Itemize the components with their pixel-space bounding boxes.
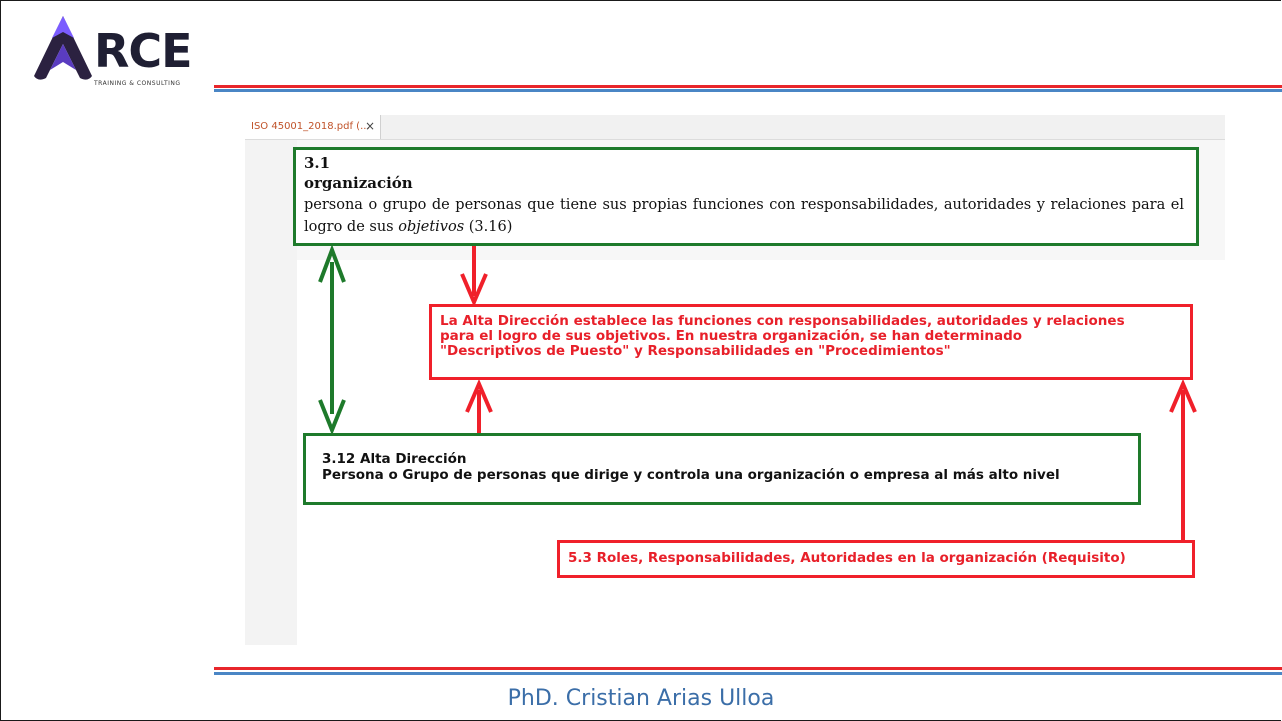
definition-body-text: persona o grupo de personas que tiene su… xyxy=(304,197,1184,235)
logo-subtitle: TRAINING & CONSULTING xyxy=(94,80,181,87)
top-rule-red xyxy=(214,85,1282,88)
author-name: PhD. Cristian Arias Ulloa xyxy=(507,686,775,711)
definition-body-ref: (3.16) xyxy=(464,219,513,235)
callout-line-3: "Descriptivos de Puesto" y Responsabilid… xyxy=(440,343,951,359)
logo-arrow-icon xyxy=(34,16,92,80)
bottom-rule-red xyxy=(214,667,1282,670)
pdf-tab[interactable]: ISO 45001_2018.pdf (... × xyxy=(245,115,381,139)
rce-logo: RCE TRAINING & CONSULTING xyxy=(32,14,193,94)
callout-line-2: para el logro de sus objetivos. En nuest… xyxy=(440,328,1023,344)
close-icon[interactable]: × xyxy=(365,119,376,133)
alta-direccion-definition-box: 3.12 Alta Dirección Persona o Grupo de p… xyxy=(303,433,1141,505)
definition-organizacion-box: 3.1 organización persona o grupo de pers… xyxy=(293,147,1199,246)
logo-wordmark: RCE xyxy=(94,24,193,78)
alta-direccion-callout: La Alta Dirección establece las funcione… xyxy=(429,304,1193,380)
alta-direccion-title: 3.12 Alta Dirección xyxy=(322,451,467,467)
definition-body-italic: objetivos xyxy=(398,219,465,235)
pdf-tab-title[interactable]: ISO 45001_2018.pdf (... xyxy=(251,121,370,132)
callout-line-1: La Alta Dirección establece las funcione… xyxy=(440,313,1125,329)
document-side-strip xyxy=(245,140,297,645)
definition-number: 3.1 xyxy=(304,154,331,172)
requirement-5-3-box: 5.3 Roles, Responsabilidades, Autoridade… xyxy=(557,540,1195,578)
viewer-tab-bar: ISO 45001_2018.pdf (... × xyxy=(245,115,1225,140)
definition-term: organización xyxy=(304,174,413,192)
requirement-text: 5.3 Roles, Responsabilidades, Autoridade… xyxy=(568,550,1126,566)
alta-direccion-body: Persona o Grupo de personas que dirige y… xyxy=(322,467,1060,483)
bottom-rule-blue xyxy=(214,672,1282,675)
definition-body: persona o grupo de personas que tiene su… xyxy=(304,194,1184,238)
callout-text: La Alta Dirección establece las funcione… xyxy=(440,314,1200,359)
top-rule-blue xyxy=(214,89,1282,92)
